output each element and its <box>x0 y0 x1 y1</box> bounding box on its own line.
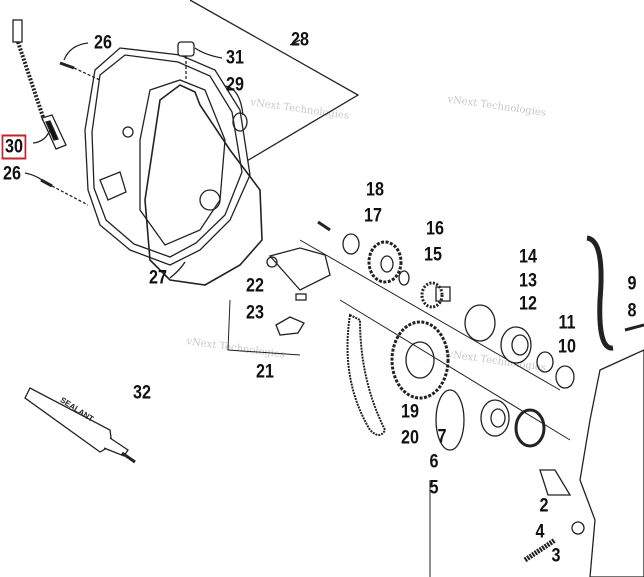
bolt-4 <box>523 537 557 563</box>
tensioner-arm <box>268 247 331 291</box>
callout-6[interactable]: 6 <box>429 451 439 473</box>
seal-11 <box>536 351 554 373</box>
callout-13[interactable]: 13 <box>519 270 537 292</box>
ring-15 <box>398 270 410 286</box>
bolt-26 <box>59 61 101 81</box>
bolt-26 <box>40 178 89 206</box>
gasket-27 <box>144 84 263 286</box>
callout-30-highlighted[interactable]: 30 <box>1 134 27 160</box>
callout-12[interactable]: 12 <box>519 293 537 315</box>
callout-15[interactable]: 15 <box>424 244 442 266</box>
bracket-28 <box>189 0 360 166</box>
plug-31 <box>177 41 195 80</box>
callout-18[interactable]: 18 <box>366 179 384 201</box>
callout-16[interactable]: 16 <box>426 218 444 240</box>
callout-22[interactable]: 22 <box>246 275 264 297</box>
callout-3[interactable]: 3 <box>551 545 561 567</box>
callout-17[interactable]: 17 <box>364 205 382 227</box>
gear-16 <box>367 240 403 284</box>
callout-23[interactable]: 23 <box>246 302 264 324</box>
bolt-18 <box>317 220 331 232</box>
fitting-8 <box>624 323 644 332</box>
callout-28[interactable]: 28 <box>291 29 309 51</box>
callout-29[interactable]: 29 <box>226 74 244 96</box>
callout-9[interactable]: 9 <box>627 273 637 295</box>
callout-27[interactable]: 27 <box>149 267 167 289</box>
bearing-6 <box>480 399 510 437</box>
ring-7 <box>435 389 465 451</box>
seal-10 <box>555 365 575 389</box>
o-ring-13 <box>464 304 496 342</box>
seal-29 <box>232 112 248 132</box>
bearing-12 <box>500 326 532 364</box>
sealant-tube-32 <box>24 387 136 464</box>
cable-part-30 <box>12 19 67 150</box>
callout-5[interactable]: 5 <box>429 477 439 499</box>
callout-19[interactable]: 19 <box>401 401 419 423</box>
chaincase-cover-27 <box>84 47 251 266</box>
sprocket-large <box>390 320 450 400</box>
callout-11[interactable]: 11 <box>558 312 576 334</box>
hose-9 <box>586 235 614 351</box>
chaincase-1 <box>579 349 644 577</box>
callout-31[interactable]: 31 <box>226 47 244 69</box>
chain-20 <box>346 313 387 436</box>
washer-3 <box>571 521 585 535</box>
callout-4[interactable]: 4 <box>535 521 545 543</box>
washer-17 <box>342 233 360 255</box>
callout-10[interactable]: 10 <box>558 336 576 358</box>
callout-14[interactable]: 14 <box>519 246 537 268</box>
callout-32[interactable]: 32 <box>133 382 151 404</box>
seal-5 <box>514 408 546 448</box>
callout-26[interactable]: 26 <box>94 32 112 54</box>
callout-20[interactable]: 20 <box>401 427 419 449</box>
sprocket-14 <box>420 281 451 309</box>
callout-26[interactable]: 26 <box>3 163 21 185</box>
callout-8[interactable]: 8 <box>627 300 637 322</box>
callout-7[interactable]: 7 <box>437 426 447 448</box>
pin-22 <box>295 293 307 301</box>
callout-2[interactable]: 2 <box>539 495 549 517</box>
callout-21[interactable]: 21 <box>256 361 274 383</box>
tensioner-2 <box>539 469 572 496</box>
slider-23 <box>275 316 305 336</box>
